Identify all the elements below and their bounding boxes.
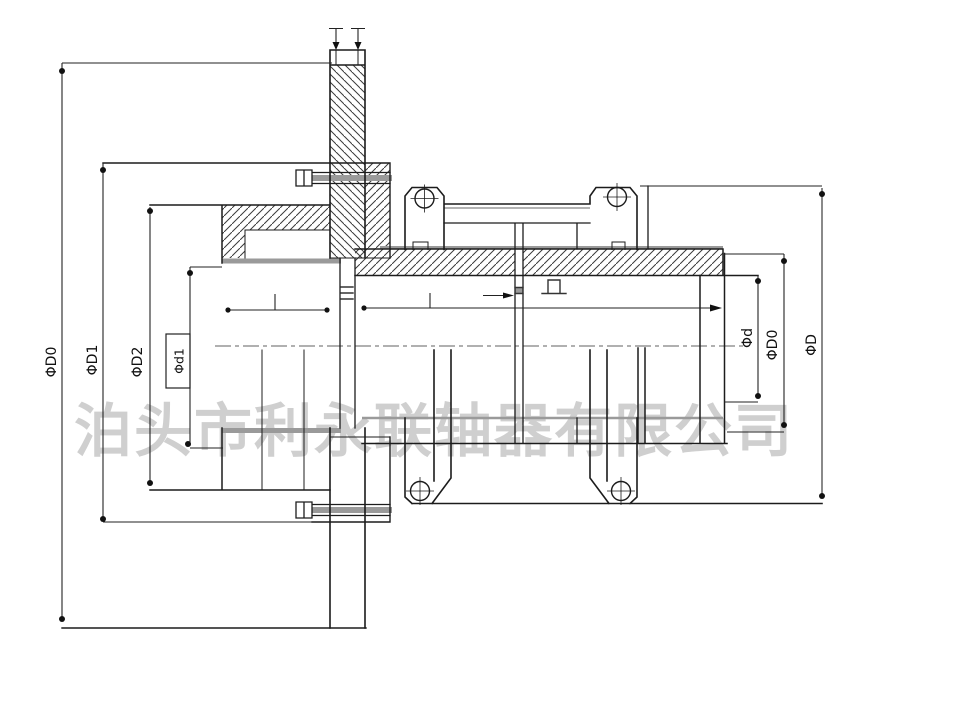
- flange-step-lines: [329, 257, 391, 438]
- hatch-left-hub-lower: [222, 230, 245, 258]
- companion-flange: [102, 162, 391, 523]
- inner-detail-lines: [244, 49, 626, 491]
- housing-bottom-profile: [404, 349, 823, 505]
- dim-label-phi-d1-boxed: Φd1: [172, 348, 187, 374]
- bolt-shank-bands: [312, 175, 392, 513]
- boxed-dimension-frame: [165, 333, 191, 389]
- dimension-lines: [61, 27, 822, 619]
- left-hub: [149, 204, 331, 491]
- bolt-circle-top-left: [410, 184, 439, 213]
- hatch-barrel-left: [355, 249, 515, 276]
- dim-label-phi-d2: ΦD2: [130, 347, 146, 378]
- dim-label-phi-d0-left: ΦD0: [44, 347, 60, 378]
- gap-marks: [340, 279, 567, 300]
- hatch-left-flange-plate: [330, 65, 365, 258]
- right-end-cap: [361, 252, 728, 445]
- bolt-circles: [406, 183, 635, 505]
- dimension-arrowheads: [332, 42, 722, 312]
- dim-label-phi-d0-right: ΦD0: [765, 330, 781, 361]
- flange-bolts: [295, 169, 391, 519]
- left-flange-plate: [329, 49, 366, 629]
- section-hatching: [222, 65, 723, 276]
- dim-label-phi-d1-mid: ΦD1: [85, 345, 101, 376]
- gray-lines: [222, 175, 723, 513]
- dim-label-phi-d-right: Φd: [740, 328, 756, 348]
- hub-bore-bands: [222, 258, 523, 433]
- dim-label-phi-d-outer: ΦD: [804, 334, 820, 356]
- bolt-circle-bottom-right: [607, 477, 635, 505]
- barrel-surface-lines: [362, 245, 723, 420]
- bolt-circle-bottom-left: [406, 477, 434, 505]
- coupling-outline: [61, 49, 823, 629]
- dimension-end-dots: [59, 68, 825, 622]
- hatch-left-hub-upper: [222, 205, 330, 230]
- watermark-text: 泊头市利永联轴器有限公司: [74, 397, 795, 465]
- bolt-circle-top-right: [603, 183, 631, 211]
- barrel-sleeve: [354, 248, 759, 277]
- dimension-annotations: ΦD0 ΦD1 ΦD2 Φd1 Φd ΦD0 ΦD: [44, 27, 825, 622]
- spacer-and-center-column: [339, 185, 649, 444]
- hatch-barrel-right: [523, 249, 723, 276]
- housing-top-profile: [404, 186, 638, 251]
